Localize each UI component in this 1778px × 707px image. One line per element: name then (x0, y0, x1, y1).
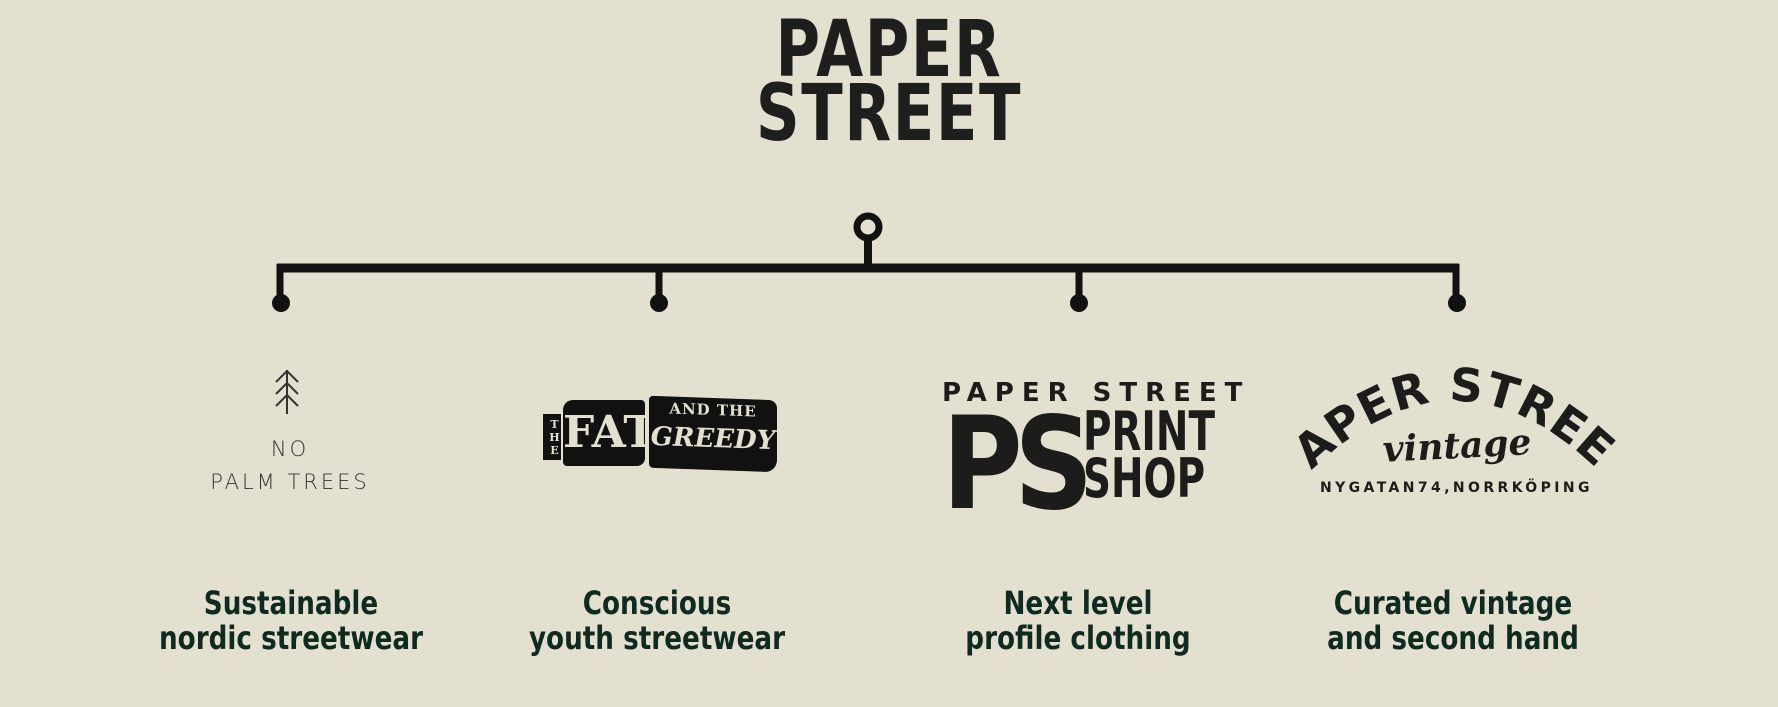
ps-monogram: PS (942, 390, 1093, 539)
vintage-address: NYGATAN74,NORRKÖPING (1320, 480, 1593, 496)
tagline-1: Sustainable nordic streetwear (156, 586, 427, 656)
branch-node-2 (650, 294, 668, 312)
tagline-4: Curated vintage and second hand (1318, 586, 1589, 656)
tagline-3-line1: Next level (1003, 584, 1153, 622)
npt-line2: PALM TREES (210, 470, 370, 494)
tagline-2: Conscious youth streetwear (522, 586, 793, 656)
tagline-4-line1: Curated vintage (1333, 584, 1573, 622)
fat-greedy: GREEDY (650, 421, 776, 457)
branch-node-4 (1448, 294, 1466, 312)
npt-line1: NO (270, 437, 310, 461)
vintage-script: vintage (1381, 421, 1533, 471)
tagline-2-line2: youth streetwear (528, 619, 786, 657)
tagline-1-line2: nordic streetwear (158, 619, 424, 657)
ps-side-text: PRINT SHOP (1083, 400, 1215, 510)
fat-block-the: THE (543, 414, 561, 460)
tagline-1-line1: Sustainable (203, 584, 379, 622)
pine-tree-icon (275, 369, 299, 414)
fat-block-fat: FAT (563, 400, 656, 466)
ps-side-line2: SHOP (1083, 447, 1206, 510)
tagline-2-line1: Conscious (582, 584, 732, 622)
root-node (853, 212, 883, 242)
ps-side-line1: PRINT (1083, 400, 1215, 463)
tagline-3-line2: profile clothing (965, 619, 1191, 657)
brand-title-line2: STREET (755, 69, 1023, 159)
branch-node-1 (272, 294, 290, 312)
vintage-arc-logo: PAPER STREET (1290, 360, 1620, 478)
ps-top-label: PAPER STREET (942, 378, 1251, 408)
fat-block-greedy-bg: AND THE GREEDY (649, 395, 777, 473)
fat-and-greedy-logo: THE FAT AND THE GREEDY (543, 395, 783, 476)
no-palm-trees-logo: NO PALM TREES (170, 433, 410, 499)
brand-title: PAPER STREET (717, 5, 1060, 159)
tagline-3: Next level profile clothing (943, 586, 1214, 656)
branch-node-3 (1070, 294, 1088, 312)
brand-title-line1: PAPER (775, 5, 1003, 95)
tagline-4-line2: and second hand (1327, 619, 1579, 657)
